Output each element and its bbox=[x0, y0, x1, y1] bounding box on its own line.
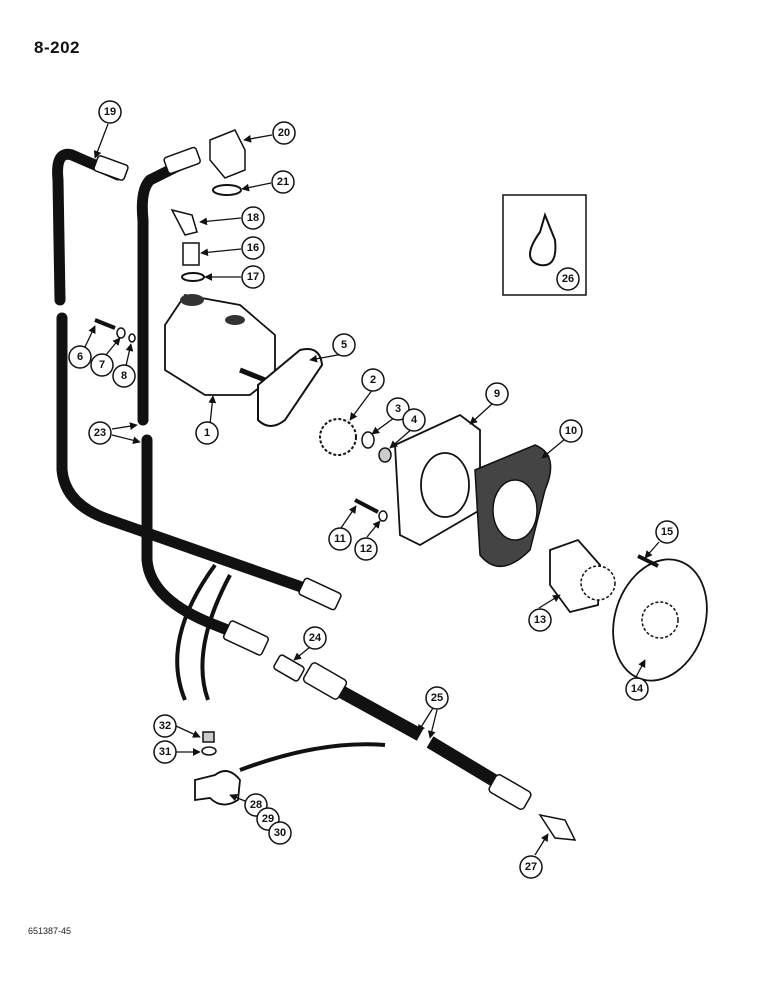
washer-7 bbox=[116, 327, 126, 339]
svg-text:26: 26 bbox=[562, 273, 574, 285]
callout-10: 10 bbox=[559, 419, 583, 443]
callout-18: 18 bbox=[241, 206, 265, 230]
callout-8: 8 bbox=[112, 364, 136, 388]
svg-text:28: 28 bbox=[250, 799, 262, 811]
callout-25: 25 bbox=[425, 686, 449, 710]
svg-text:7: 7 bbox=[99, 359, 105, 371]
callout-7: 7 bbox=[90, 353, 114, 377]
gear-2 bbox=[319, 418, 357, 456]
svg-text:2: 2 bbox=[370, 374, 376, 386]
bolt-11 bbox=[354, 498, 379, 514]
svg-text:18: 18 bbox=[247, 212, 259, 224]
callout-2: 2 bbox=[361, 368, 385, 392]
clamp-cables bbox=[175, 563, 386, 772]
callout-1: 1 bbox=[195, 421, 219, 445]
callout-14: 14 bbox=[625, 677, 649, 701]
svg-text:1: 1 bbox=[204, 427, 210, 439]
svg-text:5: 5 bbox=[341, 339, 347, 351]
svg-text:8: 8 bbox=[121, 370, 127, 382]
nut-32 bbox=[202, 731, 215, 743]
svg-text:9: 9 bbox=[494, 388, 500, 400]
svg-text:4: 4 bbox=[411, 414, 418, 426]
fitting-16 bbox=[182, 242, 200, 266]
plate-14 bbox=[612, 558, 708, 682]
nut-4 bbox=[378, 447, 392, 463]
clamp-28 bbox=[194, 770, 241, 806]
callout-11: 11 bbox=[328, 527, 352, 551]
hose-25 bbox=[302, 662, 532, 810]
callout-31: 31 bbox=[153, 740, 177, 764]
svg-text:31: 31 bbox=[159, 746, 171, 758]
washer-8 bbox=[128, 333, 136, 343]
fitting-24 bbox=[273, 654, 305, 682]
svg-text:27: 27 bbox=[525, 861, 537, 873]
svg-text:21: 21 bbox=[277, 176, 289, 188]
o-ring-21 bbox=[212, 184, 242, 196]
svg-text:3: 3 bbox=[395, 403, 401, 415]
callout-27: 26 bbox=[556, 267, 580, 291]
callout-26: 27 bbox=[519, 855, 543, 879]
callout-16: 16 bbox=[241, 236, 265, 260]
svg-text:13: 13 bbox=[534, 614, 546, 626]
svg-text:17: 17 bbox=[247, 271, 259, 283]
callout-20: 20 bbox=[272, 121, 296, 145]
hose-19 bbox=[52, 148, 342, 611]
elbow-26 bbox=[538, 813, 577, 841]
callout-30: 30 bbox=[268, 821, 292, 845]
svg-text:25: 25 bbox=[431, 692, 443, 704]
svg-text:11: 11 bbox=[334, 533, 346, 545]
callout-32: 32 bbox=[153, 714, 177, 738]
callout-13: 13 bbox=[528, 608, 552, 632]
svg-text:15: 15 bbox=[661, 526, 673, 538]
callout-19: 19 bbox=[98, 100, 122, 124]
callout-3: 3 bbox=[386, 397, 410, 421]
svg-text:32: 32 bbox=[159, 720, 171, 732]
o-ring-17 bbox=[181, 272, 205, 282]
gasket-5 bbox=[257, 348, 324, 427]
callout-5: 5 bbox=[332, 333, 356, 357]
svg-text:23: 23 bbox=[94, 427, 106, 439]
hose-23 bbox=[136, 146, 270, 656]
drawing-number: 651387-45 bbox=[28, 926, 72, 936]
bolt-6 bbox=[94, 318, 116, 330]
callout-12: 12 bbox=[354, 537, 378, 561]
svg-text:12: 12 bbox=[360, 543, 372, 555]
fitting-18 bbox=[170, 208, 198, 236]
svg-text:24: 24 bbox=[309, 632, 322, 644]
adapter-9 bbox=[394, 413, 481, 547]
pump-1 bbox=[164, 294, 276, 396]
callout-15: 15 bbox=[655, 520, 679, 544]
gasket-10 bbox=[474, 444, 552, 568]
svg-text:14: 14 bbox=[631, 683, 644, 695]
bolt-15 bbox=[637, 554, 659, 568]
washer-3 bbox=[361, 431, 375, 449]
callout-6: 6 bbox=[68, 345, 92, 369]
svg-text:19: 19 bbox=[104, 106, 116, 118]
svg-text:29: 29 bbox=[262, 813, 274, 825]
callout-23: 23 bbox=[88, 421, 112, 445]
callout-9: 9 bbox=[485, 382, 509, 406]
washer-12 bbox=[378, 510, 388, 522]
svg-text:6: 6 bbox=[77, 351, 83, 363]
coupling-13 bbox=[549, 538, 616, 614]
washer-31 bbox=[201, 746, 217, 756]
callout-4: 4 bbox=[402, 408, 426, 432]
svg-text:10: 10 bbox=[565, 425, 577, 437]
callout-17: 17 bbox=[241, 265, 265, 289]
page-number: 8-202 bbox=[34, 38, 80, 57]
callout-21: 21 bbox=[271, 170, 295, 194]
callout-24: 24 bbox=[303, 626, 327, 650]
fitting-20 bbox=[209, 129, 246, 179]
svg-text:20: 20 bbox=[278, 127, 290, 139]
svg-text:16: 16 bbox=[247, 242, 259, 254]
svg-text:30: 30 bbox=[274, 827, 286, 839]
